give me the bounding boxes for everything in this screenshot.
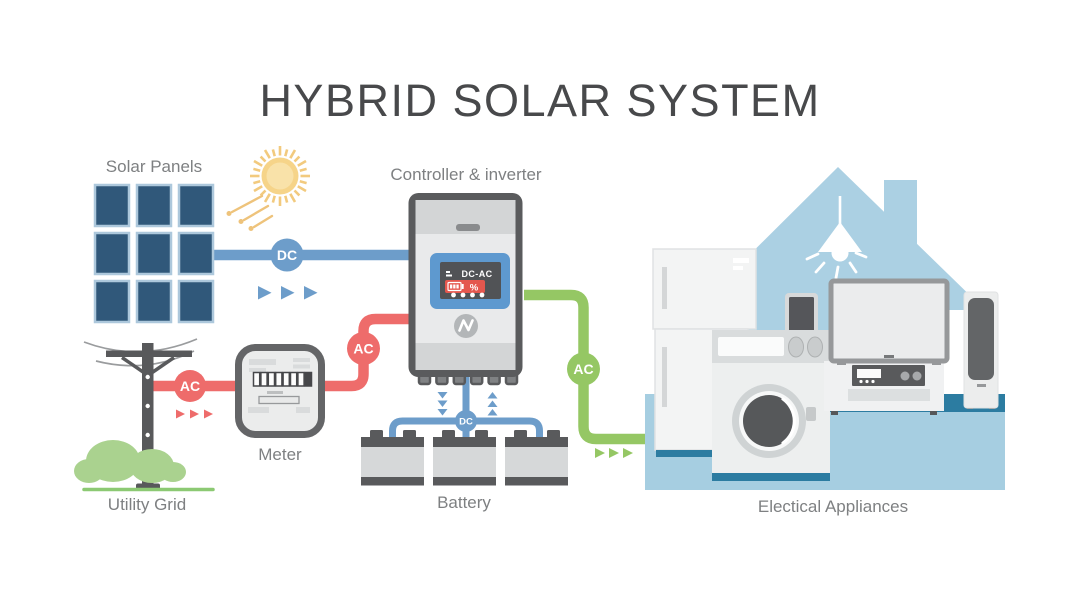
- speaker-icon: [963, 291, 999, 409]
- washing-machine-icon: [712, 330, 830, 473]
- solar-panels-icon: [93, 183, 215, 324]
- battery-label: Battery: [437, 493, 491, 512]
- ac-badge: [174, 370, 206, 402]
- link-meter-to-controller: AC: [316, 313, 412, 392]
- link-solar-to-controller: DC: [210, 238, 412, 300]
- ac-badge-label: AC: [180, 378, 200, 394]
- tv-cabinet-icon: [824, 361, 944, 415]
- dc-badge-small-label: DC: [459, 417, 473, 428]
- ac-badge-label: AC: [353, 341, 373, 357]
- bush-icon: [74, 440, 186, 483]
- ac-badge: [347, 332, 380, 365]
- battery-unit: [361, 430, 424, 486]
- meter-digits: [252, 371, 313, 387]
- washer-shadow: [712, 473, 830, 481]
- ac-badge: [567, 352, 600, 386]
- display-percent-text: %: [470, 283, 479, 294]
- battery-unit: [505, 430, 568, 486]
- tv-icon: [828, 278, 950, 365]
- link-controller-to-battery: DC: [389, 374, 543, 437]
- refrigerator-shadow: [656, 450, 720, 457]
- solar-panels-label: Solar Panels: [106, 157, 202, 176]
- link-controller-to-appliances: AC: [524, 289, 649, 458]
- dc-badge: [270, 238, 304, 272]
- av-receiver-icon: [852, 365, 925, 386]
- door-latch: [806, 407, 816, 421]
- pendant-light-icon: [805, 196, 868, 280]
- controller-display: DC-AC %: [430, 253, 510, 309]
- phone-icon: [785, 293, 818, 337]
- battery-level-indicator: [445, 280, 485, 293]
- utility-grid-icon: [74, 338, 215, 492]
- meter-icon: [235, 344, 325, 438]
- dc-badge-label: DC: [277, 247, 297, 263]
- battery-unit: [433, 430, 496, 486]
- controller-label: Controller & inverter: [390, 165, 542, 184]
- page-title: HYBRID SOLAR SYSTEM: [259, 75, 820, 126]
- link-grid-to-meter: AC: [150, 370, 242, 419]
- sun-icon: [226, 146, 310, 231]
- controller-inverter-icon: DC-AC %: [408, 193, 523, 386]
- drum-highlight: [781, 397, 796, 445]
- dc-badge-small: [455, 410, 477, 432]
- appliances-label: Electical Appliances: [758, 497, 908, 516]
- ac-badge-label: AC: [573, 361, 593, 377]
- battery-bank-icon: [361, 430, 568, 486]
- brand-logo-icon: [454, 314, 478, 338]
- meter-label: Meter: [258, 445, 302, 464]
- utility-grid-label: Utility Grid: [108, 495, 186, 514]
- display-mode-text: DC-AC: [462, 269, 493, 279]
